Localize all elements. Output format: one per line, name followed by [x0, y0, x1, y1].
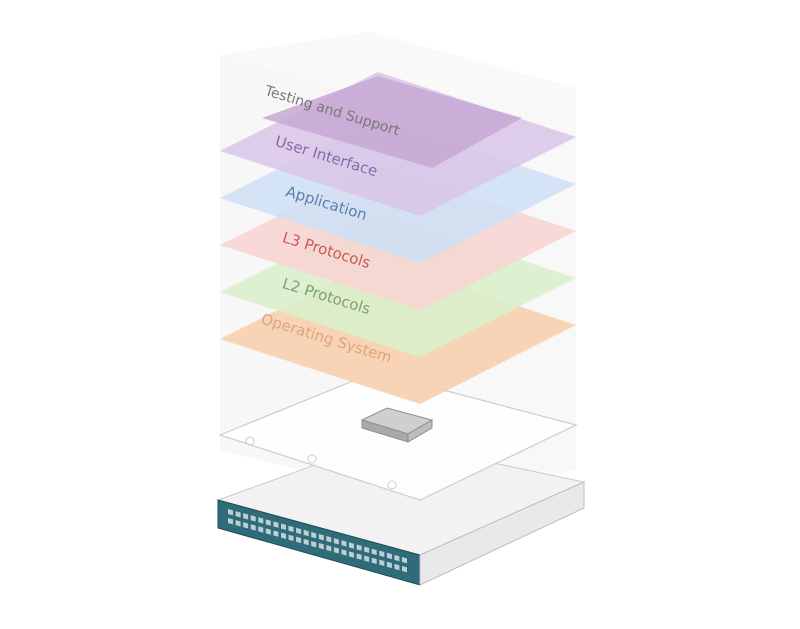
network-switch-icon [216, 439, 586, 586]
software-layers: Operating System L2 Protocols L3 Protoco… [220, 72, 576, 404]
layer-plate [262, 76, 522, 168]
chip-icon [360, 407, 434, 443]
